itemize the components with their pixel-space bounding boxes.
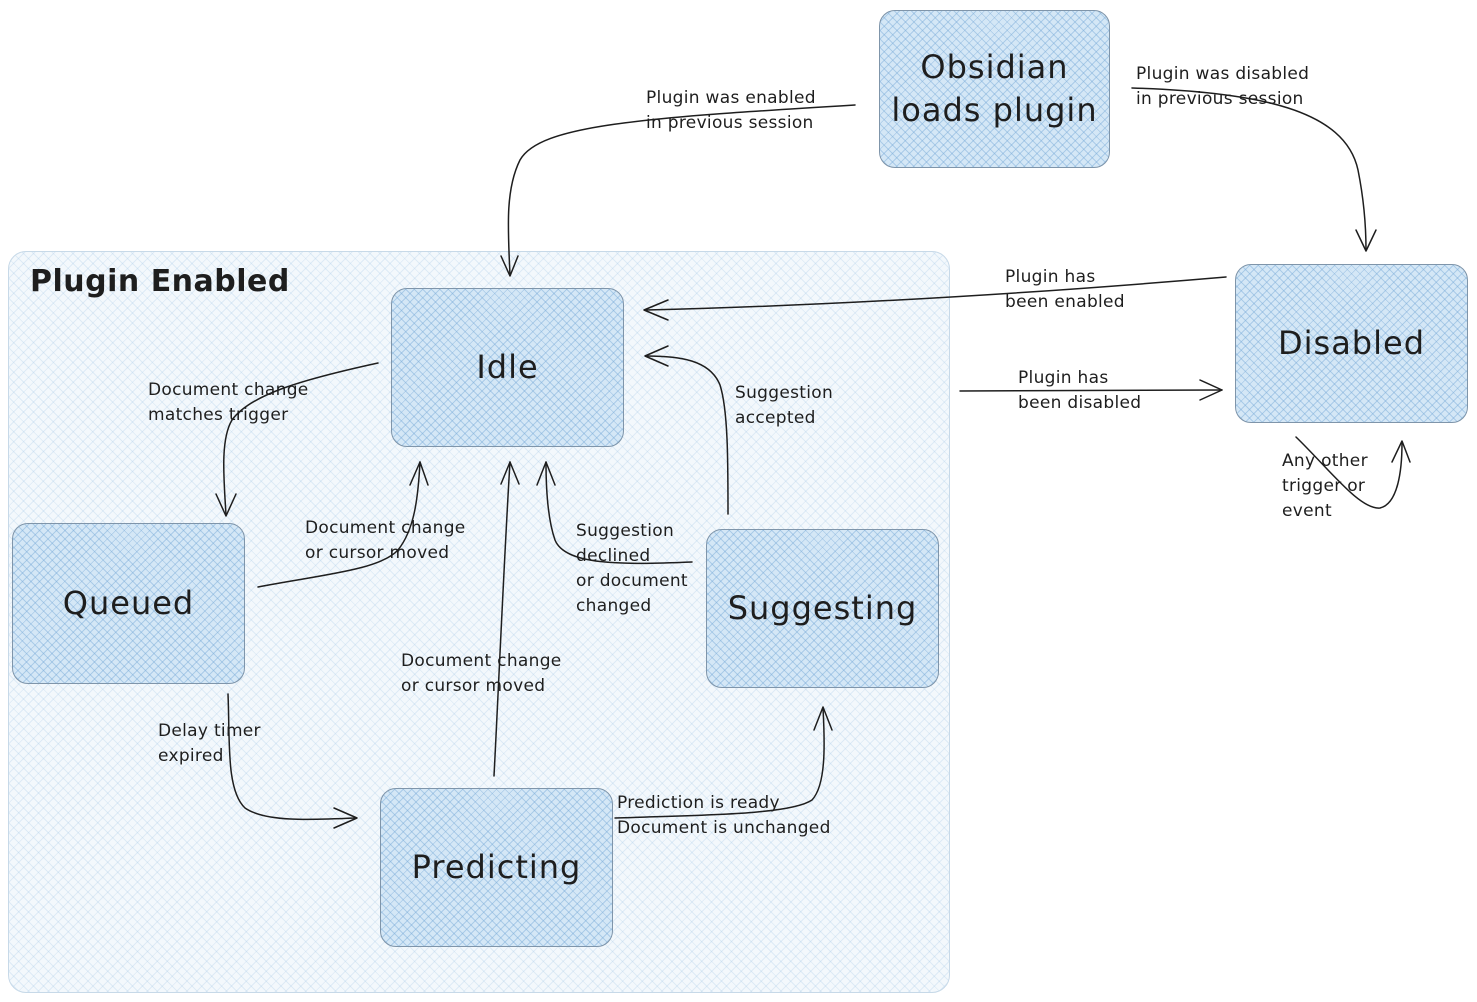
label-queued-document-change-or-cursor: Document change or cursor moved: [305, 518, 466, 563]
label-document-change-matches-trigger: Document change matches trigger: [148, 380, 309, 425]
label-predicting-document-change-or-cursor: Document change or cursor moved: [401, 651, 562, 696]
state-idle-label: Idle: [476, 347, 539, 386]
label-delay-timer-expired: Delay timer expired: [158, 721, 261, 766]
arrowhead-suggesting-to-idle-accepted: [644, 345, 669, 367]
state-disabled: Disabled: [1235, 264, 1468, 423]
state-obsidian-loads-plugin: Obsidian loads plugin: [879, 10, 1110, 168]
label-enabled-in-previous-session: Plugin was enabled in previous session: [646, 88, 816, 133]
state-idle: Idle: [391, 288, 624, 447]
arrow-disabled-self-loop: [1295, 436, 1403, 509]
arrowhead-idle-to-queued: [215, 493, 237, 517]
state-queued-label: Queued: [62, 583, 195, 622]
state-disabled-label: Disabled: [1277, 323, 1425, 362]
arrowhead-suggesting-to-idle-declined: [536, 461, 556, 486]
label-suggestion-declined: Suggestion declined or document changed: [576, 521, 688, 616]
label-plugin-has-been-disabled: Plugin has been disabled: [1018, 368, 1142, 413]
arrow-idle-to-queued: [223, 362, 379, 516]
arrow-obsidian-to-idle: [507, 104, 856, 276]
arrowhead-disabled-to-idle: [643, 299, 669, 321]
label-plugin-has-been-enabled: Plugin has been enabled: [1005, 267, 1125, 312]
state-predicting-label: Predicting: [411, 847, 582, 886]
arrowhead-obsidian-to-disabled: [1355, 229, 1377, 252]
arrow-disabled-to-idle: [645, 276, 1227, 311]
label-suggestion-accepted: Suggestion accepted: [735, 383, 834, 428]
container-title: Plugin Enabled: [30, 264, 290, 299]
arrowhead-predicting-to-suggesting: [813, 706, 833, 731]
state-queued: Queued: [12, 523, 245, 684]
arrowhead-queued-to-idle: [409, 461, 429, 486]
label-disabled-in-previous-session: Plugin was disabled in previous session: [1136, 64, 1310, 109]
arrowhead-predicting-to-idle: [500, 461, 520, 485]
arrow-idle-to-disabled: [959, 389, 1223, 392]
arrow-queued-to-predicting: [227, 693, 357, 821]
state-suggesting: Suggesting: [706, 529, 939, 688]
arrow-queued-to-idle: [257, 461, 421, 588]
arrow-obsidian-to-disabled: [1131, 87, 1367, 251]
label-any-other-trigger: Any other trigger or event: [1282, 451, 1368, 521]
arrowhead-obsidian-to-idle: [500, 255, 519, 277]
label-prediction-is-ready: Prediction is ready Document is unchange…: [617, 793, 831, 838]
arrow-predicting-to-idle: [493, 461, 511, 777]
arrowhead-queued-to-predicting: [333, 807, 358, 829]
state-predicting: Predicting: [380, 788, 613, 947]
state-obsidian-label: Obsidian loads plugin: [891, 47, 1098, 129]
state-suggesting-label: Suggesting: [727, 588, 918, 627]
arrow-predicting-to-suggesting: [614, 707, 825, 819]
arrowhead-disabled-self-loop: [1391, 440, 1411, 463]
arrow-suggesting-to-idle-declined: [545, 461, 693, 565]
arrowhead-idle-to-disabled: [1199, 379, 1223, 401]
arrow-suggesting-to-idle-accepted: [645, 355, 729, 515]
